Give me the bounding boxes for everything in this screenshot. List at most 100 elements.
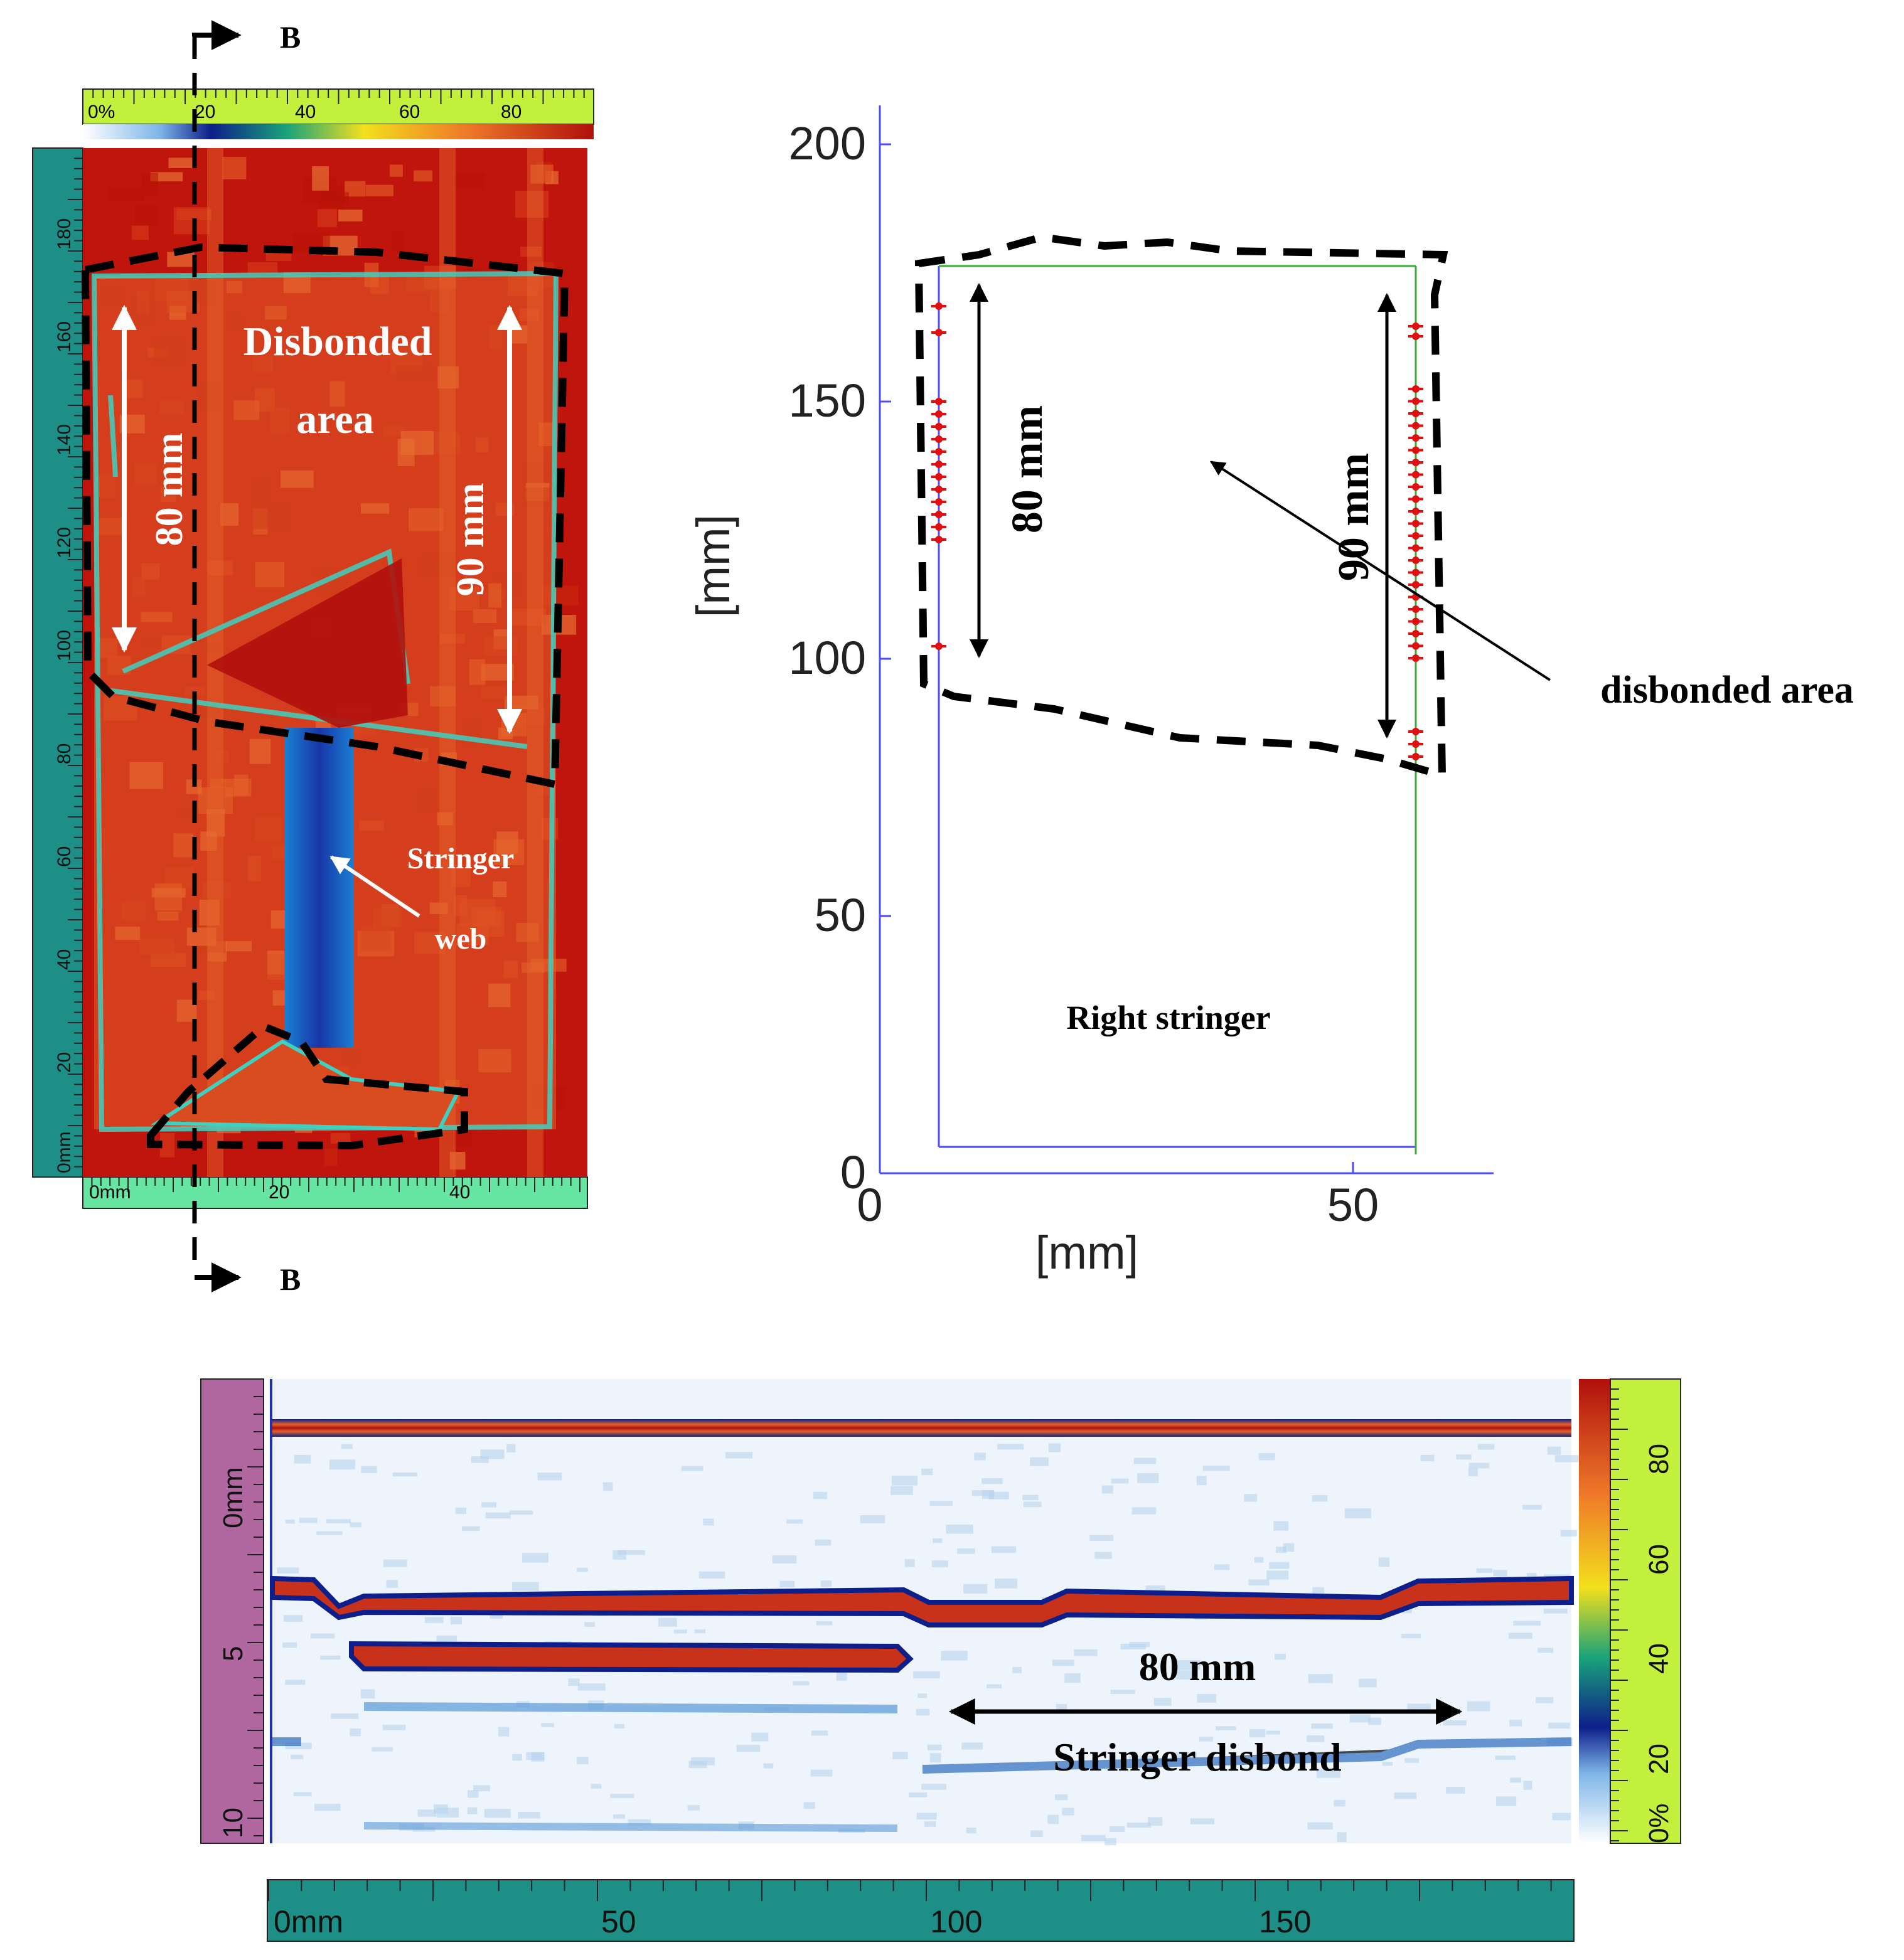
scan-texture-cell	[966, 1827, 976, 1834]
scan-texture-cell	[577, 1683, 606, 1691]
disbond-point	[935, 423, 943, 430]
scan-texture-cell	[890, 1486, 913, 1495]
scan-texture-cell	[372, 1747, 393, 1752]
scan-texture-cell	[1266, 1570, 1289, 1580]
disbond-point	[1412, 568, 1420, 577]
scan-texture-cell	[1030, 1457, 1049, 1466]
scan-texture-cell	[150, 172, 183, 182]
disbond-point	[935, 398, 943, 405]
cscan-top-ruler-ticks	[82, 89, 585, 104]
scan-texture-cell	[1401, 1634, 1421, 1639]
cscan-left-tick-180: 180	[54, 218, 75, 250]
cscan-bottom-tick-40: 40	[449, 1182, 470, 1203]
scan-texture-cell	[314, 1804, 341, 1811]
scan-texture-cell	[1554, 1455, 1580, 1462]
disbond-point	[1412, 581, 1420, 589]
scan-texture-cell	[283, 1615, 303, 1622]
scan-texture-cell	[703, 1518, 714, 1526]
scan-texture-cell	[1394, 1792, 1417, 1799]
scan-texture-cell	[1047, 1814, 1059, 1824]
scan-texture-cell	[751, 1732, 769, 1742]
scan-texture-cell	[892, 1752, 908, 1759]
scan-texture-cell	[698, 1571, 725, 1579]
scan-texture-cell	[1111, 1478, 1129, 1484]
disbond-point	[1412, 446, 1420, 454]
scan-texture-cell	[628, 1819, 651, 1825]
bscan-surface-echo	[272, 1419, 1571, 1437]
disbond-point	[935, 329, 943, 336]
scan-texture-cell	[316, 1531, 343, 1535]
scan-texture-cell	[613, 1814, 625, 1819]
scan-texture-cell	[498, 1727, 510, 1737]
bscan-colorbar	[1579, 1379, 1610, 1843]
bscan-80mm-label: 80 mm	[1139, 1644, 1256, 1689]
scan-texture-cell	[576, 1567, 588, 1572]
plot-right-stringer-label: Right stringer	[1066, 999, 1270, 1036]
scan-texture-cell	[294, 1454, 311, 1464]
scan-texture-cell	[946, 1524, 973, 1534]
disbond-point	[935, 523, 943, 531]
scan-texture-cell	[383, 1559, 407, 1567]
scan-texture-cell	[1468, 1462, 1490, 1469]
cscan-left-tick-40: 40	[54, 949, 75, 970]
scan-texture-cell	[455, 1507, 467, 1515]
scan-texture-cell	[330, 1132, 351, 1144]
bscan-left-tick-0: 0mm	[218, 1467, 249, 1528]
disbond-point	[1412, 333, 1420, 340]
cscan-left-tick-80: 80	[54, 743, 75, 764]
scan-texture-cell	[1495, 1755, 1516, 1760]
scan-texture-cell	[1199, 1736, 1213, 1742]
scan-texture-cell	[916, 1708, 930, 1716]
scan-texture-cell	[350, 1522, 361, 1528]
disbond-point	[1412, 422, 1420, 430]
scan-texture-cell	[518, 1811, 540, 1819]
scan-texture-cell	[681, 1466, 703, 1471]
scan-texture-cell	[1523, 1781, 1532, 1790]
bscan-flange-echo	[349, 1641, 914, 1673]
scan-texture-cell	[1510, 1777, 1522, 1783]
disbond-point	[1412, 532, 1420, 540]
scan-texture-cell	[1508, 1632, 1532, 1639]
scan-texture-cell	[997, 1444, 1024, 1450]
scan-texture-cell	[382, 1725, 406, 1730]
scan-texture-cell	[891, 1476, 918, 1486]
scan-texture-cell	[591, 1784, 602, 1789]
scan-texture-cell	[1196, 1476, 1207, 1486]
scan-texture-cell	[614, 1723, 624, 1728]
bscan-left-tick-10: 10	[218, 1808, 249, 1838]
left-disbond-points	[931, 302, 946, 650]
scan-texture-cell	[1522, 1505, 1542, 1510]
scan-texture-cell	[803, 1802, 815, 1809]
bscan-bottom-tick-150: 150	[1259, 1904, 1311, 1939]
cscan-top-tick-80: 80	[501, 102, 521, 122]
scan-texture-cell	[1129, 1641, 1150, 1648]
scan-texture-cell	[176, 209, 211, 221]
scan-texture-cell	[1012, 1666, 1022, 1673]
scan-texture-cell	[1543, 1608, 1568, 1614]
plot-xtick-0: 0	[857, 1179, 882, 1231]
scan-texture-cell	[1467, 1701, 1490, 1712]
scan-texture-cell	[1064, 1673, 1081, 1683]
scan-texture-cell	[452, 173, 485, 189]
disbond-point	[1412, 459, 1420, 466]
scan-texture-cell	[1307, 1822, 1333, 1830]
cscan-web-arrow	[329, 855, 420, 918]
bscan-left-tick-5: 5	[218, 1646, 249, 1661]
scan-texture-cell	[1244, 1494, 1258, 1502]
scan-texture-cell	[134, 205, 158, 226]
plot-80mm-label: 80 mm	[1003, 405, 1052, 533]
scan-texture-cell	[1248, 1579, 1270, 1586]
scan-texture-cell	[1509, 1719, 1522, 1727]
scan-texture-cell	[1055, 1794, 1068, 1801]
disbond-point	[1412, 385, 1420, 393]
scan-texture-cell	[1249, 1729, 1266, 1737]
scan-texture-cell	[1547, 1446, 1561, 1455]
scan-texture-cell	[1197, 1693, 1217, 1703]
disbond-point	[1412, 728, 1420, 735]
bscan-cbar-tick-40: 40	[1644, 1643, 1674, 1674]
scan-texture-cell	[836, 1672, 847, 1681]
disbond-point	[935, 435, 943, 443]
scan-texture-cell	[929, 1753, 941, 1763]
plot-ytick-0: 0	[840, 1146, 866, 1198]
cscan-bottom-ruler	[82, 1176, 588, 1209]
